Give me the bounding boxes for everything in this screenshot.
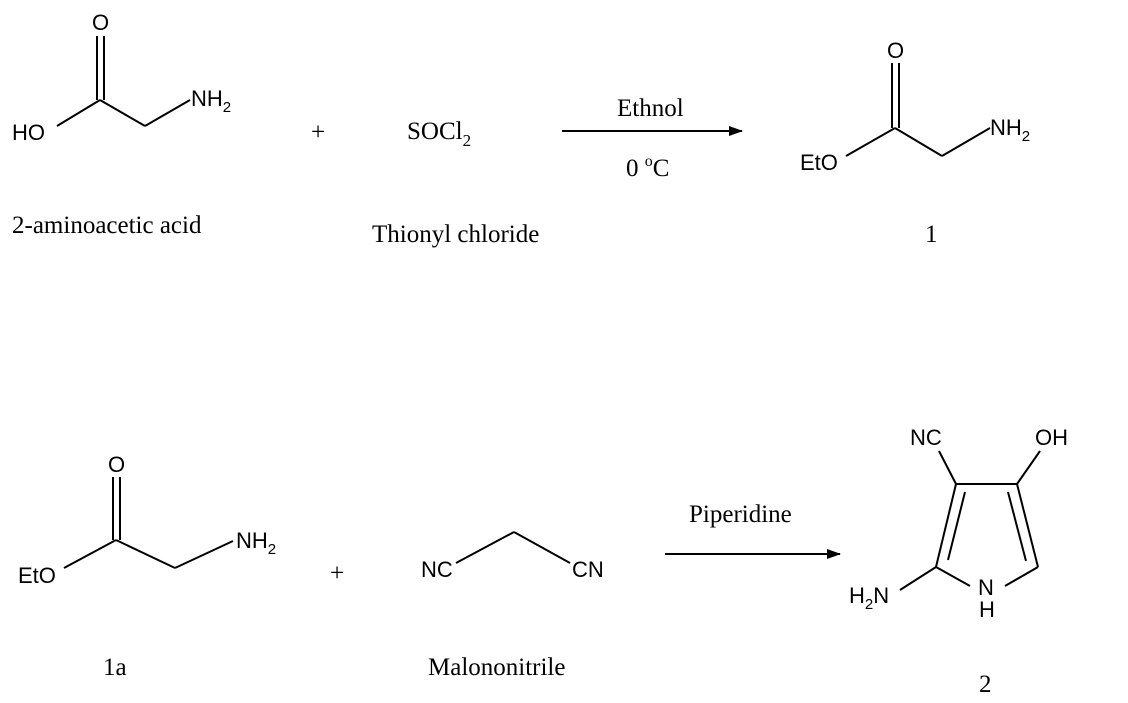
malononitrile-name: Malononitrile: [428, 654, 565, 681]
plus-sign-1: +: [311, 119, 325, 146]
atom-ring-h: H: [979, 597, 995, 622]
atom-amine: NH2: [191, 86, 231, 116]
bond-o-c: [845, 127, 896, 157]
atom-nitrile-left: NC: [421, 557, 453, 582]
bond-c4-oh: [1016, 450, 1041, 485]
plus-sign-2: +: [330, 560, 344, 587]
malononitrile-structure: NC CN: [421, 531, 604, 582]
bond-ch2-n: [174, 540, 234, 569]
bond-c2-nh2: [899, 566, 937, 591]
thionyl-chloride-name: Thionyl chloride: [372, 221, 539, 248]
bond-o-c: [63, 539, 117, 569]
reaction-1: O HO NH2 2-aminoacetic acid + SOCl2 Thio…: [12, 10, 1030, 248]
atom-nitrile-right: CN: [572, 557, 604, 582]
bond-c-ch2: [894, 127, 943, 157]
atom-carbonyl-o: O: [108, 452, 125, 477]
bond-c-ch2: [99, 99, 146, 127]
bond-n1-c2: [935, 566, 971, 587]
atom-amine: H2N: [849, 583, 889, 613]
bond-c-ch2: [115, 539, 176, 569]
atom-hydroxyl: OH: [1035, 425, 1068, 450]
solvent-label: Ethnol: [617, 95, 684, 122]
atom-ring-n: N: [978, 575, 994, 600]
bond-c2-c3: [935, 483, 957, 568]
bond-ch2-n: [144, 99, 191, 127]
ethyl-glycinate-1a-structure: O EtO NH2: [18, 452, 276, 588]
bond-o-c: [56, 99, 101, 127]
catalyst-label: Piperidine: [689, 501, 792, 528]
glycine-name: 2-aminoacetic acid: [12, 212, 202, 239]
atom-carbonyl-o: O: [887, 38, 904, 63]
atom-hydroxyl: HO: [12, 120, 45, 145]
atom-nitrile: NC: [910, 425, 942, 450]
pyrrole-structure: NC OH H2N N H: [849, 425, 1068, 622]
thionyl-chloride-formula: SOCl2: [407, 118, 471, 150]
bond-c5-n1: [1004, 566, 1039, 587]
bond-c4-c5-double: [1007, 491, 1027, 562]
bond-c2-c3-double: [947, 491, 966, 561]
bond-ch2-n: [941, 127, 991, 157]
bond-left: [455, 531, 515, 564]
reaction-2: O EtO NH2 1a + NC CN Malononitrile Piper…: [18, 425, 1068, 698]
atom-carbonyl-o: O: [92, 10, 109, 35]
atom-amine: NH2: [990, 115, 1030, 145]
temperature-label: 0 oC: [626, 153, 669, 182]
ethyl-glycinate-structure: O EtO NH2: [800, 38, 1030, 175]
atom-ethoxy: EtO: [800, 150, 838, 175]
atom-ethoxy: EtO: [18, 563, 56, 588]
product-2-label: 2: [979, 671, 992, 698]
reactant-1a-label: 1a: [103, 654, 127, 681]
glycine-structure: O HO NH2: [12, 10, 231, 145]
atom-amine: NH2: [236, 528, 276, 558]
product-1-label: 1: [925, 221, 938, 248]
bond-c3-cn: [938, 450, 957, 485]
bond-c4-c5: [1016, 483, 1039, 568]
bond-right: [513, 531, 571, 564]
